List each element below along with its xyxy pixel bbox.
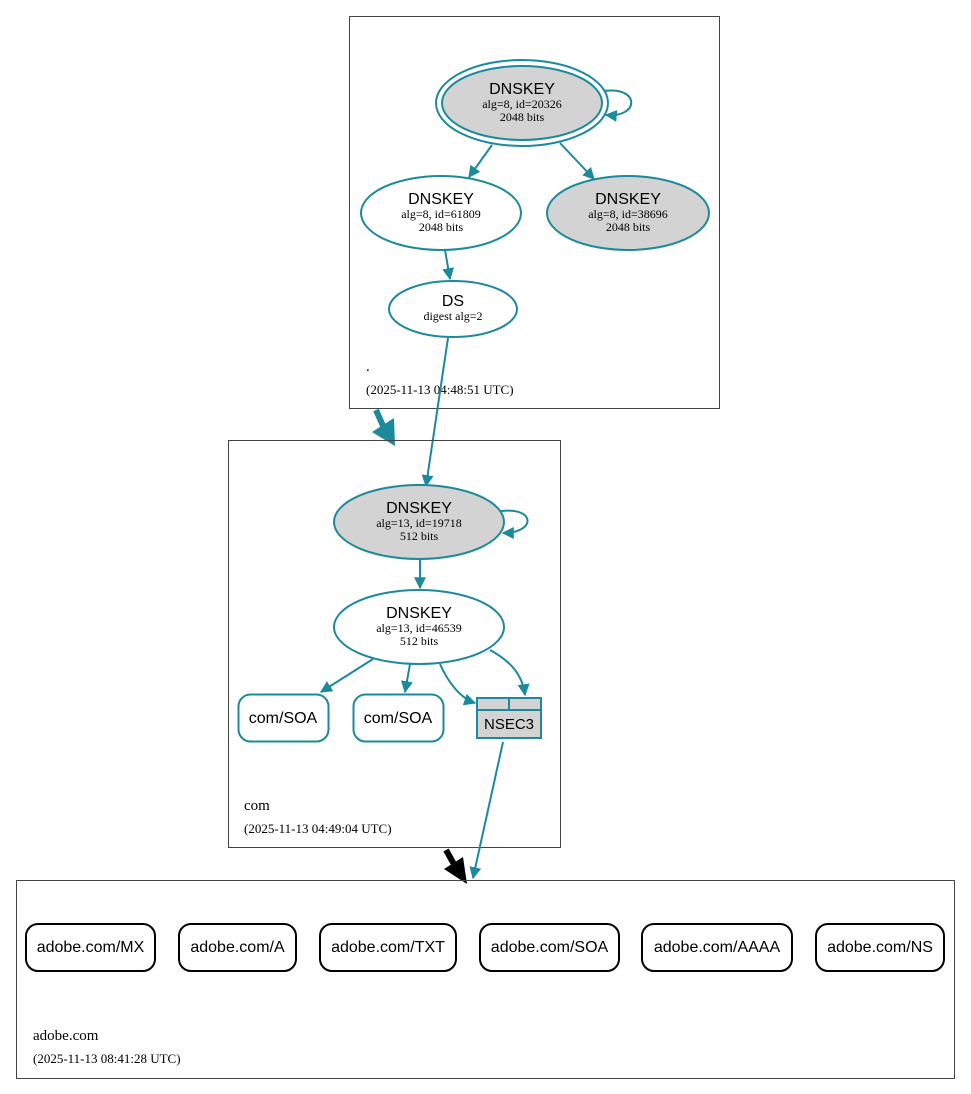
node-ds-title: DS [442,293,464,310]
node-com-soa-1-label: com/SOA [249,710,318,727]
node-root-ksk-title: DNSKEY [489,81,555,98]
edge-ds-to-com-ksk [421,337,449,488]
node-com-soa-2: com/SOA [352,693,445,743]
record-adobe-a-label: adobe.com/A [190,939,285,956]
zone-adobe: adobe.com/MX adobe.com/A adobe.com/TXT a… [16,880,955,1079]
record-adobe-aaaa-label: adobe.com/AAAA [654,939,781,956]
node-com-soa-1: com/SOA [237,693,330,743]
node-com-zsk-title: DNSKEY [386,605,452,622]
node-root-ksk: DNSKEY alg=8, id=20326 2048 bits [435,59,609,147]
record-adobe-txt-label: adobe.com/TXT [331,939,445,956]
node-nsec3-label: NSEC3 [484,716,534,733]
zone-com-box [228,440,561,848]
node-root-zsk-line1: alg=8, id=61809 [401,207,481,221]
record-adobe-ns: adobe.com/NS [815,923,945,972]
edge-root-ksk-self [603,89,633,122]
edge-root-ksk-to-zsk [468,144,493,178]
zone-adobe-timestamp: (2025-11-13 08:41:28 UTC) [33,1051,181,1066]
zone-root-box [349,16,720,409]
edge-zsk-to-ds [442,249,455,281]
delegation-root-to-com [372,408,395,446]
node-com-zsk-line1: alg=13, id=46539 [376,621,462,635]
record-adobe-soa-label: adobe.com/SOA [491,939,609,956]
node-root-key3-line2: 2048 bits [606,220,651,234]
zone-adobe-box [16,880,955,1079]
node-com-zsk: DNSKEY alg=13, id=46539 512 bits [333,589,505,665]
edge-zsk-to-soa2 [400,663,413,694]
zone-com: DNSKEY alg=13, id=19718 512 bits DNSKEY … [228,440,561,848]
node-root-key3-line1: alg=8, id=38696 [588,207,668,221]
zone-root-name: . [366,359,370,375]
node-com-ksk-line2: 512 bits [400,529,439,543]
node-root-ksk-line1: alg=8, id=20326 [482,97,562,111]
edge-zsk-to-soa1 [319,658,374,693]
node-com-ksk: DNSKEY alg=13, id=19718 512 bits [333,484,505,560]
record-adobe-soa: adobe.com/SOA [479,923,620,972]
zone-com-name: com [244,798,270,814]
node-root-zsk-title: DNSKEY [408,191,474,208]
node-com-ksk-title: DNSKEY [386,500,452,517]
edge-zsk-to-nsec3-a [439,663,477,706]
node-com-ksk-line1: alg=13, id=19718 [376,516,462,530]
node-root-ksk-line2: 2048 bits [500,110,545,124]
node-root-key3-title: DNSKEY [595,191,661,208]
record-adobe-aaaa: adobe.com/AAAA [641,923,793,972]
record-adobe-txt: adobe.com/TXT [319,923,457,972]
edge-root-ksk-to-key3 [559,142,595,180]
zone-root: DNSKEY alg=8, id=20326 2048 bits DNSKEY … [349,16,720,409]
zone-com-timestamp: (2025-11-13 04:49:04 UTC) [244,821,392,836]
edge-zsk-to-nsec3-b [489,649,530,697]
node-root-zsk-line2: 2048 bits [419,220,464,234]
node-com-zsk-line2: 512 bits [400,634,439,648]
node-ds-line1: digest alg=2 [423,309,482,323]
delegation-com-to-adobe [443,848,467,884]
edge-com-ksk-self [500,509,529,539]
edge-nsec3-to-adobe [469,741,504,880]
node-nsec3: NSEC3 [476,697,542,739]
record-adobe-ns-label: adobe.com/NS [827,939,933,956]
record-adobe-a: adobe.com/A [178,923,297,972]
node-ds: DS digest alg=2 [388,280,518,338]
record-adobe-mx: adobe.com/MX [25,923,156,972]
node-com-soa-2-label: com/SOA [364,710,433,727]
zone-adobe-name: adobe.com [33,1028,99,1044]
node-root-key3: DNSKEY alg=8, id=38696 2048 bits [546,175,710,251]
record-adobe-mx-label: adobe.com/MX [37,939,145,956]
node-root-zsk: DNSKEY alg=8, id=61809 2048 bits [360,175,522,251]
